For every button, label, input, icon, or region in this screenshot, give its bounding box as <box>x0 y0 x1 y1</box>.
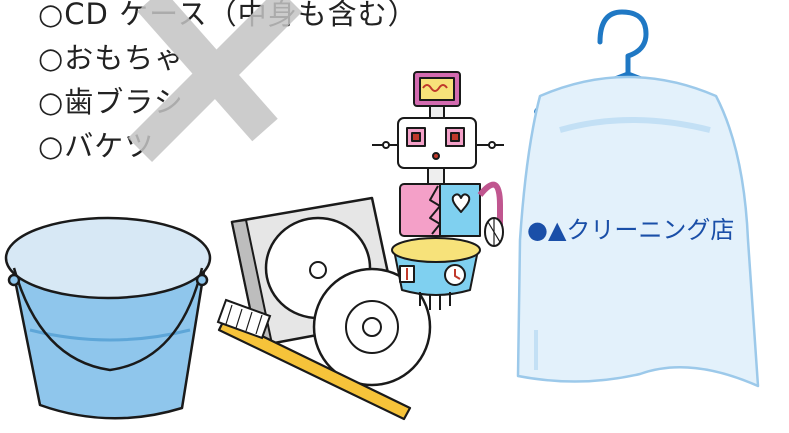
bag-label: ●▲クリーニング店 <box>527 216 734 244</box>
list-item-cd-case: ○CD ケース（中身も含む） <box>38 0 418 31</box>
toothbrush-icon <box>216 298 412 421</box>
list-item-toys: ○おもちゃ <box>38 41 185 75</box>
dry-cleaning-bag-icon <box>516 75 760 388</box>
cd-disc-icon <box>312 267 432 387</box>
bucket-icon <box>4 216 212 420</box>
cross-mark-icon <box>127 0 303 163</box>
robot-toy-icon <box>372 71 504 310</box>
